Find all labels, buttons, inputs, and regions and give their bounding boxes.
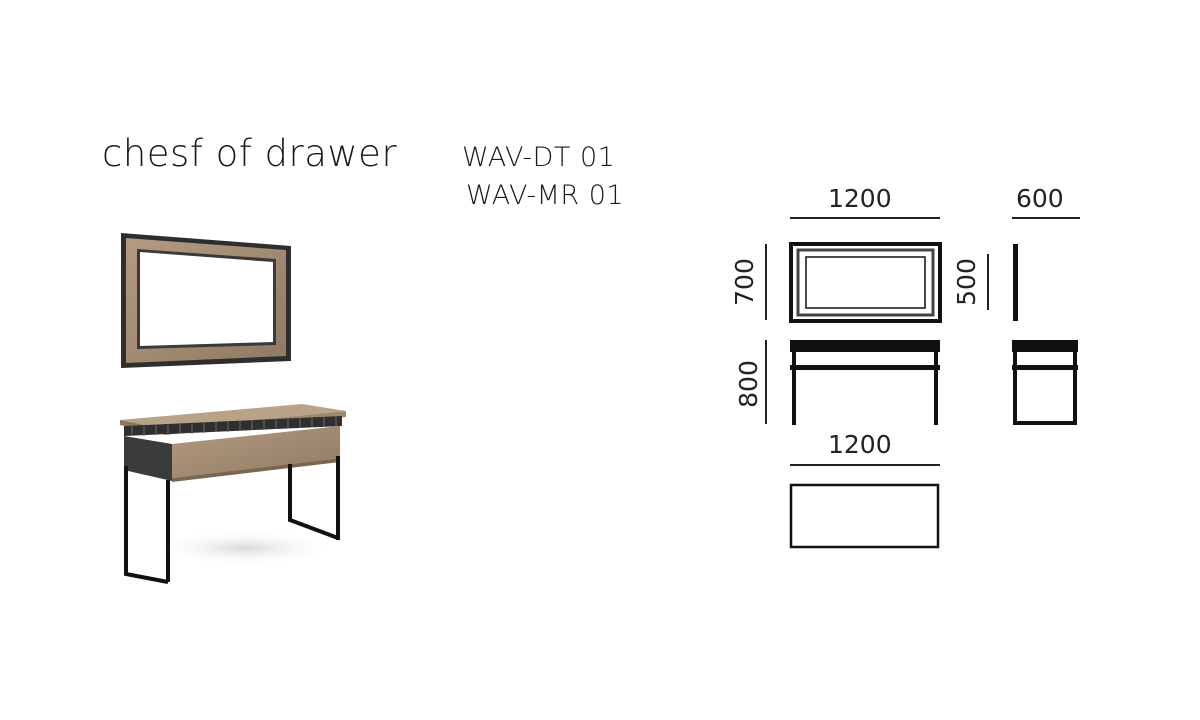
dim-label-mirror-depth: 600	[1016, 184, 1064, 213]
mirror-render	[121, 233, 291, 368]
table-front-view	[790, 340, 940, 425]
dressing-table-render	[120, 404, 346, 584]
mirror-front-view	[789, 242, 942, 323]
dim-label-table-width: 1200	[828, 430, 892, 459]
dim-label-mirror-width: 1200	[828, 184, 892, 213]
dim-label-mirror-height: 700	[730, 258, 759, 306]
dim-label-mirror-side-height: 500	[952, 258, 981, 306]
dim-label-table-height: 800	[734, 360, 763, 408]
table-top-view	[789, 483, 940, 549]
page-title: chesf of drawer	[102, 132, 398, 175]
mirror-side-view	[1013, 244, 1018, 321]
model-code-table: WAV-DT 01	[462, 142, 616, 173]
table-side-view	[1012, 340, 1078, 425]
model-code-mirror: WAV-MR 01	[466, 180, 625, 211]
